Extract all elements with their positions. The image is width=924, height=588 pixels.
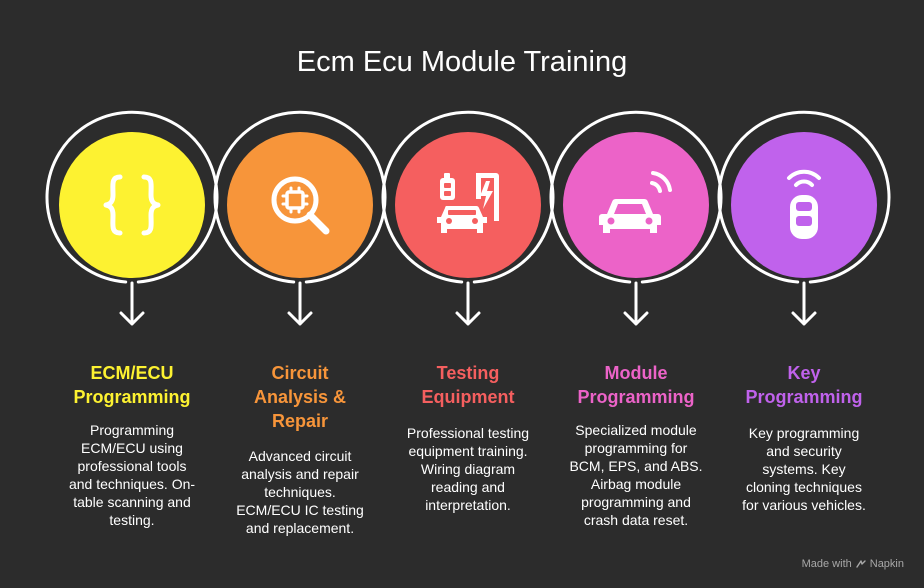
ev-charging-icon xyxy=(437,173,499,233)
ring-arrow-4 xyxy=(549,110,723,326)
step-2-description: Advanced circuit analysis and repair tec… xyxy=(236,448,364,536)
step-5-heading: Key Programming xyxy=(745,363,863,407)
napkin-logo-icon xyxy=(856,560,866,568)
chip-magnifier-icon xyxy=(271,176,330,235)
ring-arrow-1 xyxy=(45,110,219,326)
car-key-signal-icon xyxy=(787,169,821,239)
step-5-description: Key programming and security systems. Ke… xyxy=(742,425,866,513)
page-title: Ecm Ecu Module Training xyxy=(296,46,628,78)
step-3-heading: Testing Equipment xyxy=(421,363,515,407)
watermark-brand: Napkin xyxy=(869,558,904,570)
ring-arrow-5 xyxy=(717,110,891,326)
step-4-circle xyxy=(563,132,709,278)
step-1-circle xyxy=(59,132,205,278)
step-2-heading: Circuit Analysis & Repair xyxy=(253,363,347,431)
ring-arrow-3 xyxy=(381,110,555,326)
step-3-circle xyxy=(395,132,541,278)
connected-car-icon xyxy=(599,171,672,233)
step-5-circle xyxy=(731,132,877,278)
napkin-watermark[interactable]: Made with Napkin xyxy=(802,558,904,570)
curly-braces-icon xyxy=(103,174,161,236)
step-1-heading: ECM/ECU Programming xyxy=(73,363,191,407)
step-3-description: Professional testing equipment training.… xyxy=(406,425,530,513)
step-1-description: Programming ECM/ECU using professional t… xyxy=(68,422,196,528)
watermark-prefix: Made with xyxy=(801,558,852,570)
step-4-heading: Module Programming xyxy=(577,363,695,407)
step-4-description: Specialized module programming for BCM, … xyxy=(569,422,703,528)
ring-arrow-2 xyxy=(213,110,387,326)
step-2-circle xyxy=(227,132,373,278)
